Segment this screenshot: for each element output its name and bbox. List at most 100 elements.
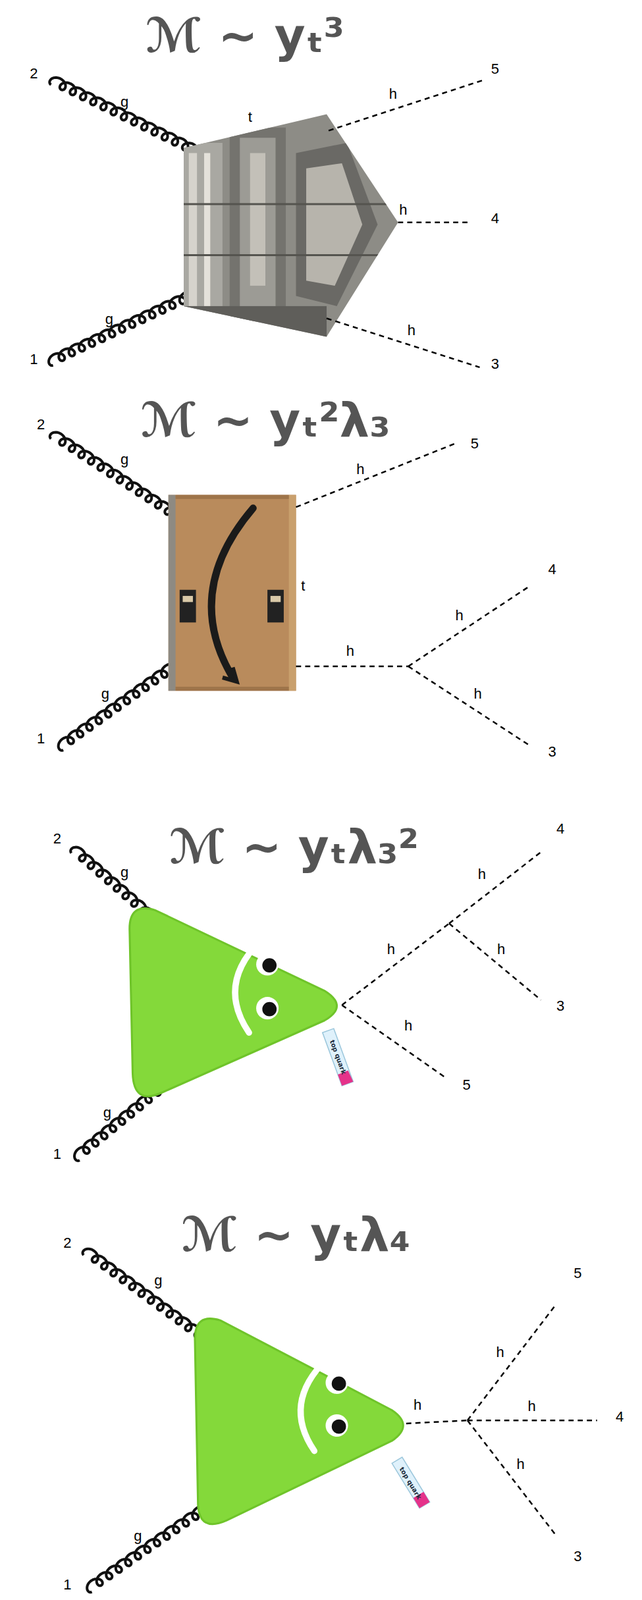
particle-label: 4 [556,821,565,837]
particle-label: g [105,311,114,328]
particle-label: g [103,1104,112,1121]
plush-smile [300,1359,327,1451]
photo-patch [229,127,286,322]
higgs-lines [296,443,529,745]
plush-eye [256,996,279,1020]
particle-label: h [387,941,396,958]
photo-patch [188,152,197,306]
particle-label: h [356,461,365,478]
photo-patch [306,163,363,286]
particle-label: h [516,1456,525,1473]
particle-label: h [455,607,464,624]
particle-label: 5 [491,61,500,78]
particle-label: 2 [63,1235,72,1252]
plush-eye [325,1371,348,1394]
pentagon-loop [181,114,399,343]
particle-label: h [404,1017,413,1034]
particle-label: 5 [462,1077,471,1094]
box-sticker [270,595,282,602]
higgs-line [467,1419,598,1421]
plush-pupil [262,958,277,973]
particle-label: 3 [573,1548,582,1565]
higgs-line [326,318,481,368]
box-sticker [267,589,284,623]
higgs-line [341,923,450,1006]
particle-label: 2 [53,830,62,847]
box-sticker [179,589,197,623]
box-smile [211,508,253,678]
higgs-line [296,443,455,508]
higgs-line [296,665,409,668]
particle-label: h [528,1398,536,1415]
photo-patch [250,152,266,286]
higgs-lines [406,1304,598,1537]
box-fill [168,495,297,692]
particle-label: 3 [556,998,565,1015]
higgs-line [408,586,529,667]
box-smile-tip [222,667,238,683]
amplitude-title: ℳ ~ yₜ³ [145,9,345,62]
photo-patch [296,142,378,307]
higgs-line [328,79,485,131]
particle-label: h [413,1397,422,1414]
particle-label: 2 [29,65,38,82]
particle-label: 1 [53,1146,62,1163]
particle-label: g [154,1272,162,1289]
higgs-line [467,1304,557,1421]
photo-patch [183,306,327,342]
photo-patch [204,152,211,306]
amplitude-title: ℳ ~ yₜλ₃² [169,821,419,874]
plush-body [194,1318,403,1525]
particle-label: g [120,451,129,468]
photo-line [183,202,399,205]
box-edge [289,495,297,692]
gluon-line [86,1499,218,1593]
higgs-lines [326,79,485,368]
particle-label: h [407,322,416,339]
box-sticker [182,595,193,602]
gluon-line [48,291,196,366]
box-edge [168,495,176,692]
plush-pupil [331,1419,347,1435]
particle-label: 4 [615,1409,624,1425]
plush-tag [322,1028,354,1086]
plush-pupil [331,1376,347,1392]
particle-label: 5 [470,435,479,452]
box-loop [168,495,297,692]
particle-label: h [496,1344,505,1361]
particle-label: g [133,1528,142,1545]
plush-tag [391,1457,430,1508]
photo-patch [239,137,276,311]
plush-eye [325,1414,348,1437]
particle-label: 5 [573,1265,582,1282]
photo-line [183,254,399,257]
box-edge [175,686,290,691]
particle-label: 4 [491,210,500,227]
particle-label: g [101,686,110,702]
particle-label: 2 [36,416,45,433]
higgs-line [449,852,542,924]
particle-label: 3 [491,356,500,373]
particle-label: 1 [36,730,45,747]
pentagon-photo [181,127,399,342]
gluon-line [58,664,178,751]
amplitude-title: ℳ ~ yₜλ₄ [181,1208,411,1261]
particle-label: h [497,941,506,958]
particle-label: 4 [548,561,557,578]
particle-label: h [346,643,355,660]
particle-label: h [473,686,482,702]
particle-label: h [389,86,398,103]
higgs-line [406,1420,468,1424]
higgs-line [341,1004,444,1076]
particle-label: t [248,109,253,126]
higgs-line [408,666,529,745]
particle-label: g [120,94,129,110]
particle-label: 1 [63,1577,72,1593]
plush-smile [235,940,261,1033]
higgs-lines [341,852,541,1077]
plush-eye [256,952,279,976]
particle-label: 3 [548,744,557,760]
higgs-line [398,221,473,224]
